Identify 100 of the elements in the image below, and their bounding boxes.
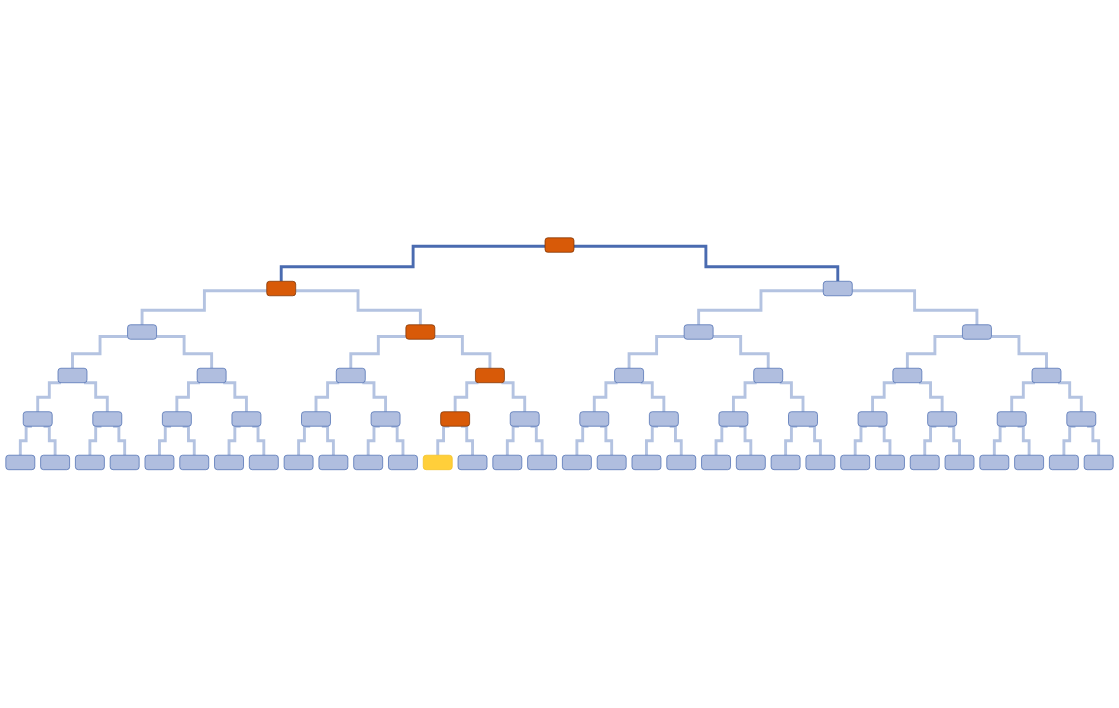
node-box — [718, 411, 749, 427]
node-box — [544, 237, 575, 253]
node-box — [370, 411, 401, 427]
connector — [991, 335, 1048, 370]
node-box — [701, 455, 731, 471]
connector — [279, 245, 545, 283]
node-box — [109, 455, 140, 471]
node-box — [753, 368, 784, 384]
connector — [808, 425, 822, 457]
node-box — [875, 455, 905, 471]
node-box — [353, 455, 384, 471]
connector — [739, 425, 753, 457]
connector — [530, 425, 544, 457]
connector — [362, 381, 387, 414]
node-box — [162, 411, 192, 427]
node-box — [335, 368, 366, 384]
node-box — [179, 455, 210, 471]
node-box — [318, 455, 349, 471]
node-box — [614, 368, 644, 384]
connector — [947, 425, 961, 457]
connector — [923, 425, 937, 457]
connector — [113, 425, 127, 457]
node-box — [301, 411, 331, 427]
connector — [295, 289, 422, 327]
connector — [713, 335, 770, 370]
connector — [158, 425, 172, 457]
connector — [878, 425, 892, 457]
connector — [784, 425, 798, 457]
connector — [182, 425, 196, 457]
node-box — [631, 455, 662, 471]
connector — [731, 381, 757, 414]
connector — [627, 335, 685, 370]
node-box — [266, 281, 297, 297]
connector — [871, 381, 896, 414]
node-box — [22, 411, 53, 427]
connector — [714, 425, 728, 457]
node-box — [979, 455, 1010, 471]
node-box — [92, 411, 123, 427]
connector — [349, 335, 406, 370]
node-box — [788, 411, 818, 427]
connector — [453, 381, 479, 414]
connector — [852, 289, 979, 327]
node-box — [840, 455, 871, 471]
node-box — [5, 455, 36, 471]
node-box — [683, 324, 714, 340]
node-box — [649, 411, 679, 427]
connector — [227, 425, 241, 457]
connector — [645, 425, 659, 457]
node-box — [75, 455, 105, 471]
connector — [436, 425, 450, 457]
connector — [918, 381, 944, 414]
node-box — [492, 455, 523, 471]
node-box — [857, 411, 888, 427]
node-box — [1014, 455, 1044, 471]
node-box — [1083, 455, 1114, 471]
connector — [669, 425, 683, 457]
connector — [156, 335, 214, 370]
connector — [175, 381, 201, 414]
connector — [297, 425, 311, 457]
connector — [460, 425, 474, 457]
node-box — [405, 324, 436, 340]
connector — [592, 381, 618, 414]
connector — [779, 381, 805, 414]
connector — [18, 425, 32, 457]
connector — [366, 425, 380, 457]
node-box — [475, 368, 505, 384]
node-box — [996, 411, 1027, 427]
node-box — [527, 455, 557, 471]
connector — [575, 425, 589, 457]
connector — [1058, 381, 1083, 414]
node-box — [283, 455, 314, 471]
connector — [223, 381, 248, 414]
node-box — [944, 455, 975, 471]
node-box — [196, 368, 227, 384]
connector — [905, 335, 963, 370]
node-box — [388, 455, 418, 471]
connector — [88, 425, 102, 457]
node-box — [962, 324, 992, 340]
connector — [505, 425, 519, 457]
connector — [600, 425, 614, 457]
connector — [1010, 381, 1035, 414]
node-box — [231, 411, 262, 427]
connector — [992, 425, 1006, 457]
node-box — [422, 455, 453, 471]
connector — [314, 381, 340, 414]
node-box — [805, 455, 836, 471]
node-box — [909, 455, 940, 471]
connector — [43, 425, 57, 457]
connector — [501, 381, 527, 414]
node-box — [562, 455, 592, 471]
node-box — [666, 455, 697, 471]
connector — [71, 335, 128, 370]
node-box — [735, 455, 766, 471]
node-box — [144, 455, 175, 471]
node-box — [579, 411, 610, 427]
connector — [321, 425, 335, 457]
node-box — [892, 368, 923, 384]
connector — [140, 289, 267, 327]
connector — [574, 245, 840, 283]
connector — [36, 381, 61, 414]
